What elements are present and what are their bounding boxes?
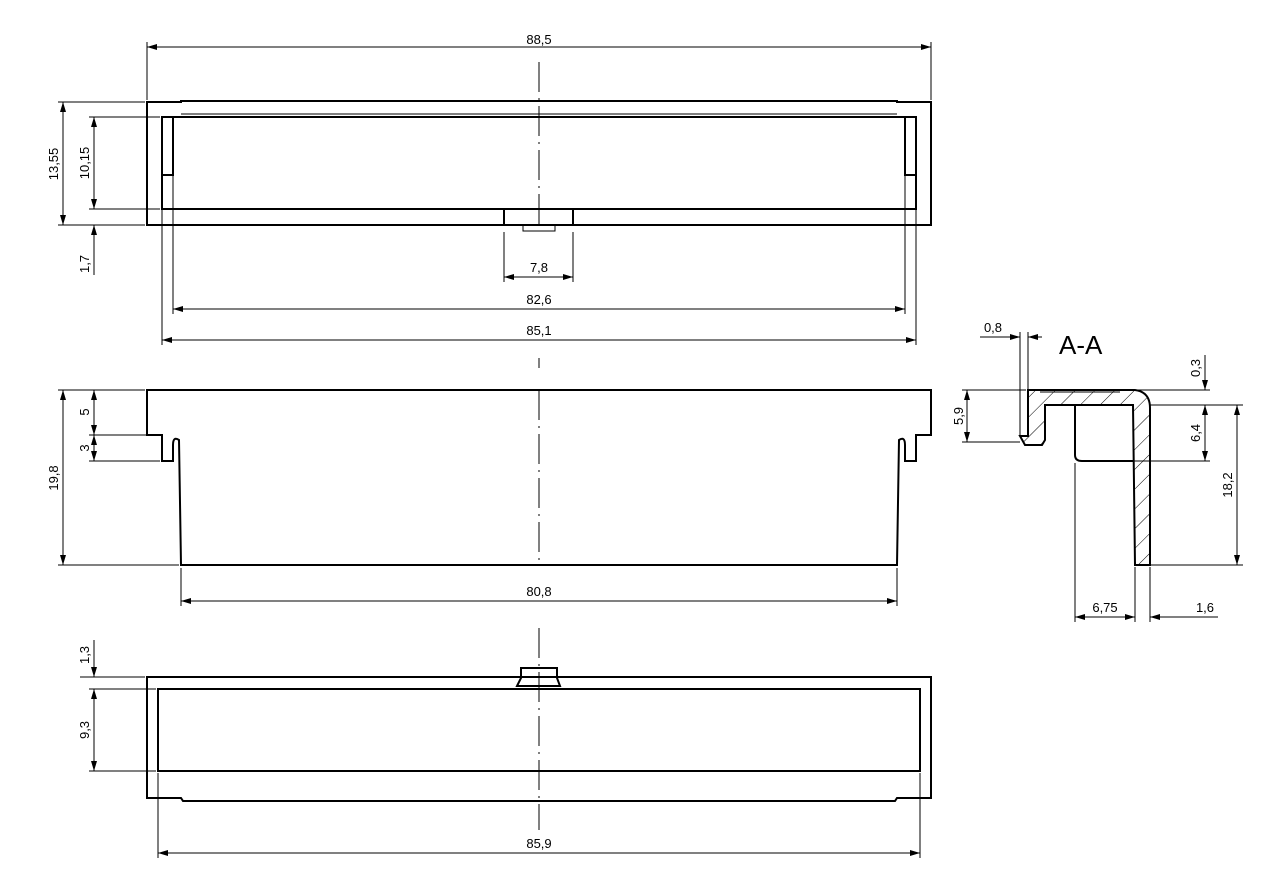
dim-lip-height: 5,9 xyxy=(951,407,966,425)
dim-wall-height: 18,2 xyxy=(1220,472,1235,497)
dim-height-total: 13,55 xyxy=(46,148,61,181)
dim-bottom-inner-height: 9,3 xyxy=(77,721,92,739)
dim-tab-height: 1,3 xyxy=(77,646,92,664)
top-view: 88,5 13,55 10,15 1,7 7,8 82,6 85,1 xyxy=(46,32,932,345)
dim-overall-width: 88,5 xyxy=(526,32,551,47)
dim-lip-thickness: 0,8 xyxy=(984,320,1002,335)
dim-flange-height: 5 xyxy=(77,408,92,415)
dim-tab-width: 7,8 xyxy=(530,260,548,275)
front-view: 5 3 19,8 80,8 xyxy=(46,358,932,606)
dim-top-thickness: 0,3 xyxy=(1188,359,1203,377)
bottom-view: 1,3 9,3 85,9 xyxy=(77,628,932,858)
dim-body-width: 80,8 xyxy=(526,584,551,599)
dim-inner-width: 82,6 xyxy=(526,292,551,307)
section-title: A-A xyxy=(1059,330,1103,360)
dim-pocket-depth: 6,4 xyxy=(1188,424,1203,442)
section-a-a: A-A 0,8 0,3 5,9 6,4 18,2 6,75 1,6 xyxy=(951,320,1243,622)
dim-wall-thickness: 1,6 xyxy=(1196,600,1214,615)
dim-bottom-inner-width: 85,9 xyxy=(526,836,551,851)
dim-offset: 1,7 xyxy=(77,255,92,273)
dim-step-height: 3 xyxy=(77,444,92,451)
dim-pocket-width: 6,75 xyxy=(1092,600,1117,615)
dim-outer-inner-width: 85,1 xyxy=(526,323,551,338)
dim-inner-height: 10,15 xyxy=(77,147,92,180)
dim-total-height: 19,8 xyxy=(46,465,61,490)
